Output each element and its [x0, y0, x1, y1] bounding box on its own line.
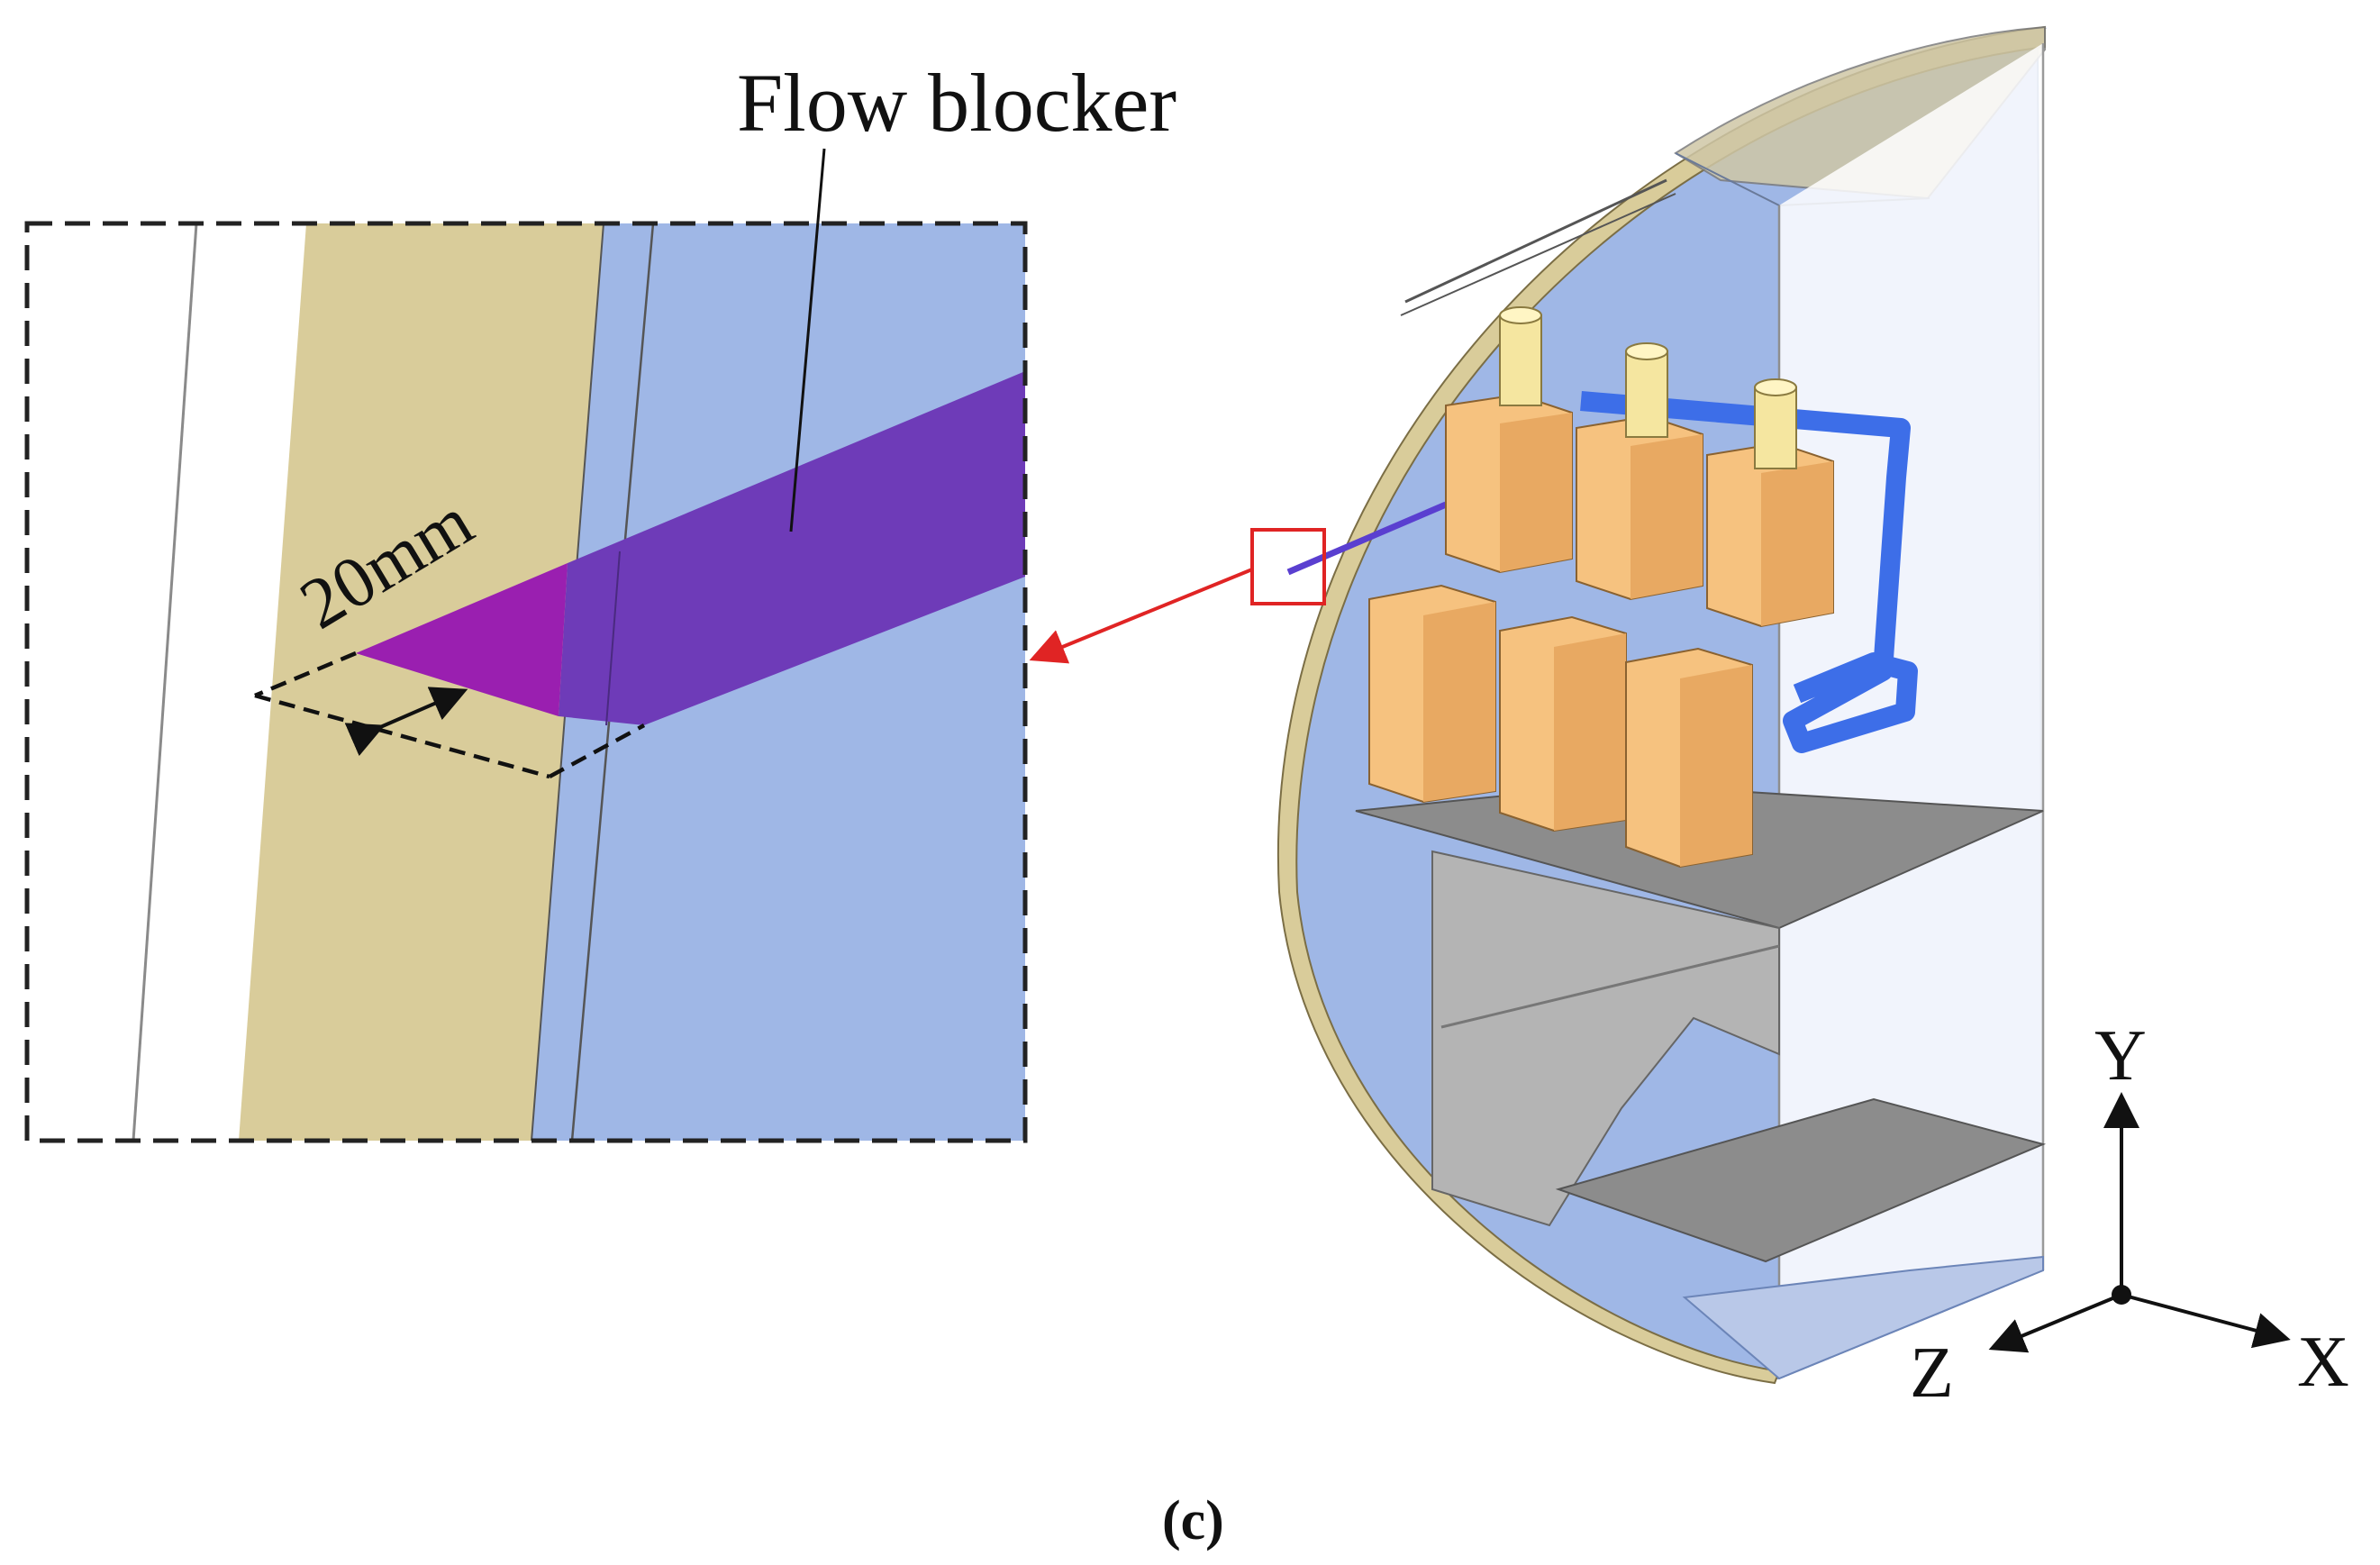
cylinder-2-top: [1625, 342, 1668, 360]
cylinder-1: [1499, 314, 1542, 406]
dimension-extension-line-left: [254, 651, 357, 698]
zoom-flow-blocker-band: [559, 371, 1025, 725]
cylinder-row: [1499, 306, 1797, 469]
upper-box-3-side: [1761, 461, 1833, 626]
flow-blocker-label: Flow blocker: [737, 57, 1176, 149]
zoom-detail-panel: 20mm: [24, 221, 1028, 1143]
lower-box-1-side: [1423, 602, 1495, 802]
upper-box-1-side: [1500, 413, 1572, 572]
lower-box-row: [1368, 584, 1753, 869]
cabin-section-model: [1276, 25, 2047, 1385]
cargo-wall-seam: [1440, 944, 1780, 1029]
cylinder-2: [1625, 350, 1668, 438]
cylinder-3: [1754, 387, 1797, 469]
overhead-rail-line-2: [1400, 193, 1676, 316]
detail-callout-arrow: [1029, 568, 1253, 664]
figure-caption: (c): [1162, 1490, 1224, 1551]
z-axis-arrow: [1988, 1293, 2122, 1353]
y-axis-label: Y: [2094, 1016, 2147, 1096]
x-axis-arrow: [2121, 1293, 2291, 1349]
x-axis-label: X: [2297, 1323, 2349, 1402]
z-axis-label: Z: [1910, 1333, 1954, 1413]
upper-box-row: [1445, 393, 1834, 628]
axis-origin: [2112, 1285, 2131, 1305]
upper-box-2-side: [1631, 434, 1703, 599]
zoom-outer-edge-line: [132, 223, 198, 1141]
zoom-blocker-contour-line: [605, 550, 621, 726]
coordinate-axes: Y X Z: [1910, 1016, 2349, 1413]
cylinder-3-top: [1754, 378, 1797, 396]
flow-blocker-model: [1286, 501, 1448, 576]
dimension-arrow: [344, 687, 468, 757]
cylinder-1-top: [1499, 306, 1542, 324]
detail-callout-box: [1250, 528, 1326, 605]
lower-floor-plate: [1555, 1097, 2047, 1263]
blue-duct-pipe: [1580, 391, 1918, 753]
lower-box-2-side: [1554, 633, 1626, 831]
dimension-extension-line-right: [548, 723, 646, 778]
zoom-dashed-frame: [24, 221, 1028, 1143]
cargo-wall: [1431, 850, 1780, 1227]
lower-box-3-side: [1680, 665, 1752, 867]
cabin-bottom-panel: [1682, 1255, 2044, 1380]
zoom-tan-shell: [239, 223, 604, 1141]
zoom-flow-blocker-tip: [356, 563, 568, 716]
flow-blocker-leader-line: [789, 148, 826, 532]
overhead-rail-line: [1404, 178, 1667, 304]
